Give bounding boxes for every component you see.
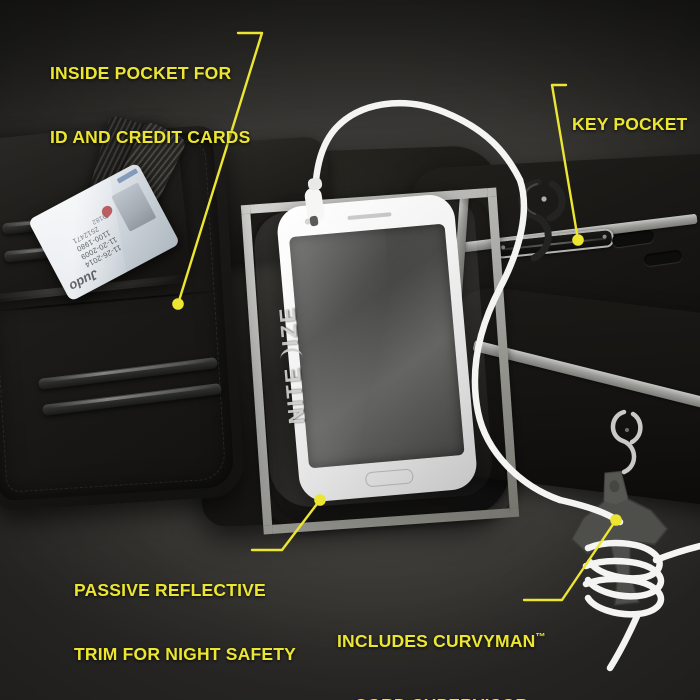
callout-curvyman: INCLUDES CURVYMAN™ CORD SUPERVISOR	[337, 588, 546, 700]
leader-curvyman	[522, 518, 618, 602]
leader-dot-inside-pocket	[172, 298, 184, 310]
callout-curvyman-line1: INCLUDES CURVYMAN	[337, 630, 536, 651]
leader-dot-curvyman	[610, 514, 622, 526]
callout-passive-reflective-line1: PASSIVE REFLECTIVE	[74, 579, 266, 600]
callout-curvyman-line1-wrap: INCLUDES CURVYMAN™	[337, 631, 546, 652]
callout-passive-reflective: PASSIVE REFLECTIVE TRIM FOR NIGHT SAFETY	[74, 537, 296, 700]
leader-key-pocket	[550, 83, 580, 242]
trademark-symbol: ™	[535, 631, 546, 643]
callout-inside-pocket-line2: ID AND CREDIT CARDS	[50, 126, 251, 147]
s-biner-clip-curvyman	[600, 408, 648, 492]
leader-dot-key-pocket	[572, 234, 584, 246]
leader-inside-pocket	[176, 31, 264, 306]
callout-passive-reflective-line2: TRIM FOR NIGHT SAFETY	[74, 643, 296, 664]
callout-inside-pocket: INSIDE POCKET FOR ID AND CREDIT CARDS	[50, 20, 251, 191]
leader-dot-passive-reflective	[314, 494, 326, 506]
callout-inside-pocket-line1: INSIDE POCKET FOR	[50, 62, 232, 83]
callout-curvyman-line2: CORD SUPERVISOR	[337, 695, 546, 700]
callout-key-pocket-line1: KEY POCKET	[572, 113, 688, 134]
leader-passive-reflective	[250, 498, 322, 552]
callout-key-pocket: KEY POCKET	[572, 71, 687, 178]
